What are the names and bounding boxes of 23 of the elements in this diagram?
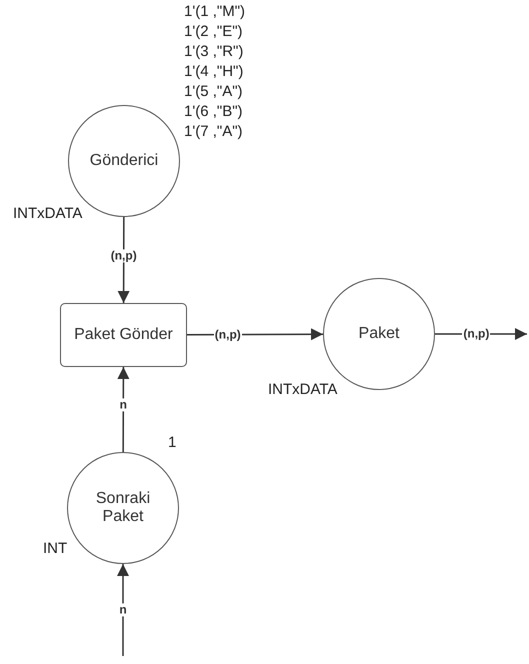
annotation-text: 1'(1 ,"M")	[184, 4, 246, 19]
node-label: Paket	[358, 325, 400, 343]
annotation-text: INTxDATA	[268, 382, 338, 397]
arrow	[117, 367, 130, 452]
edge-label: (n,p)	[110, 249, 138, 262]
edge-label: (n,p)	[214, 328, 242, 342]
arrow	[117, 564, 129, 656]
annotation-text: 1'(5 ,"A")	[184, 84, 243, 99]
annotation-text: INTxDATA	[13, 206, 82, 221]
annotation-text: 1'(4 ,"H")	[184, 64, 244, 79]
edge-label: (n,p)	[462, 327, 490, 341]
annotation-text: 1	[168, 435, 176, 450]
node-label: Sonraki Paket	[94, 490, 152, 526]
edge-label: n	[118, 398, 128, 412]
node-label: Gönderici	[90, 152, 158, 170]
edge-label: n	[118, 603, 128, 617]
annotation-text: 1'(7 ,"A")	[184, 124, 243, 139]
annotation-text: 1'(3 ,"R")	[184, 44, 244, 59]
annotation-text: 1'(2 ,"E")	[184, 24, 243, 39]
annotation-text: INT	[43, 541, 68, 556]
transition-box	[60, 303, 187, 367]
annotation-text: 1'(6 ,"B")	[184, 104, 243, 119]
node-label: Paket Gönder	[74, 326, 173, 344]
